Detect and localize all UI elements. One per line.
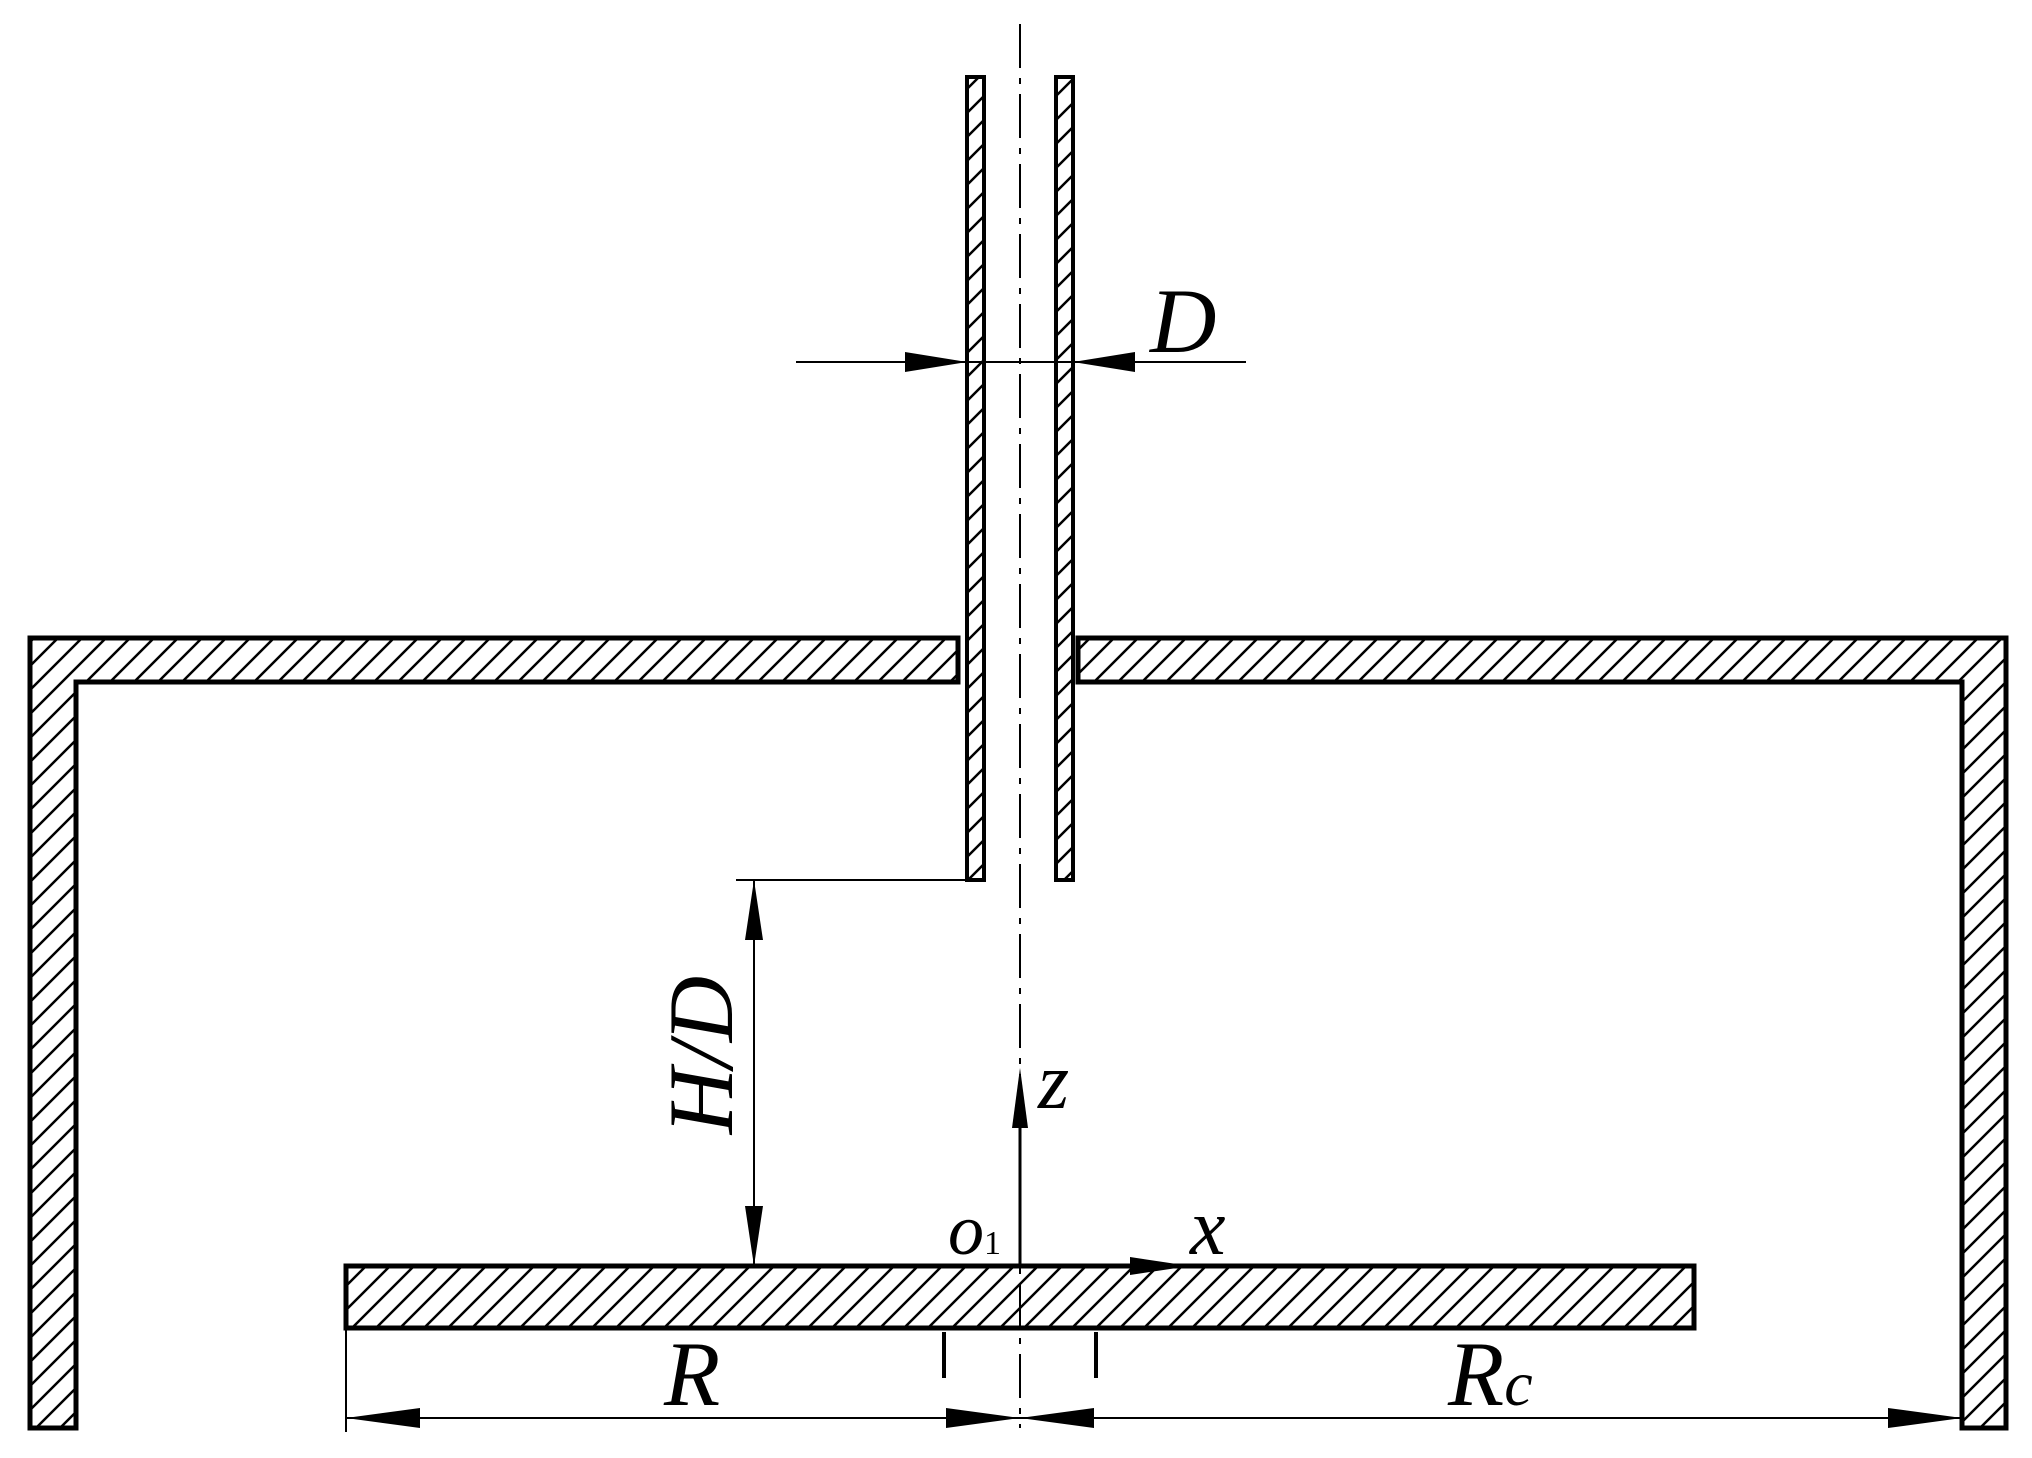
impingement-plate: [343, 1263, 1697, 1331]
origin-main: o: [948, 1190, 984, 1270]
nozzle-wall-right: [1054, 75, 1075, 882]
label-origin: o1: [948, 1190, 1001, 1270]
label-d: D: [1148, 270, 1216, 372]
label-rc: Rc: [1447, 1323, 1533, 1425]
rc-sub: c: [1504, 1348, 1532, 1419]
rc-main: R: [1447, 1323, 1504, 1425]
label-h-over-d: H/D: [650, 976, 752, 1135]
axis-x: [1020, 1257, 1190, 1275]
label-x: x: [1189, 1184, 1226, 1272]
nozzle-tube: [965, 75, 1075, 882]
origin-sub: 1: [984, 1225, 1001, 1262]
label-z: z: [1037, 1038, 1069, 1126]
label-r: R: [663, 1323, 720, 1425]
nozzle-wall-left: [965, 75, 986, 882]
dimension-d: [796, 352, 1246, 372]
dimension-h-over-d: [736, 879, 967, 1266]
dimension-r-rc: [345, 1330, 1962, 1432]
axis-z: [1012, 1068, 1028, 1266]
